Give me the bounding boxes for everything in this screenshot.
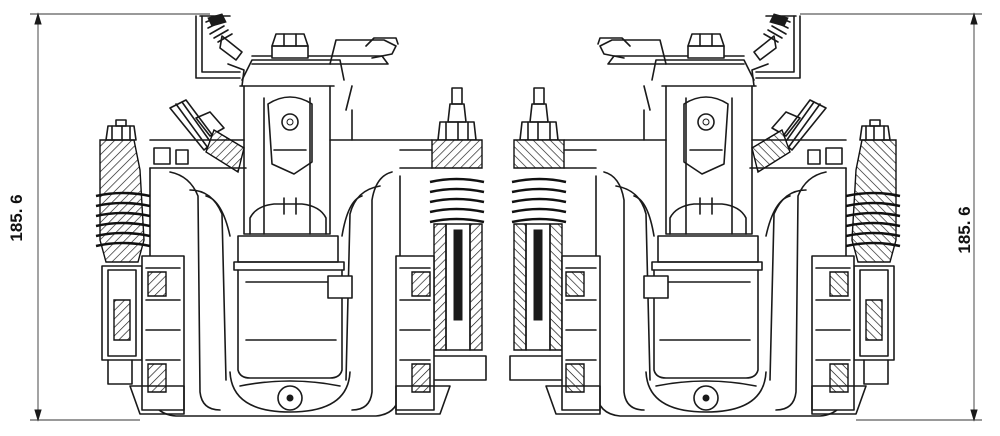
left-dimension [30, 12, 210, 422]
left-caliper [94, 12, 488, 418]
right-dimension [800, 12, 982, 422]
right-dimension-label: 185. 6 [955, 206, 974, 253]
left-dimension-label: 185. 6 [7, 194, 26, 241]
right-caliper [508, 12, 902, 418]
